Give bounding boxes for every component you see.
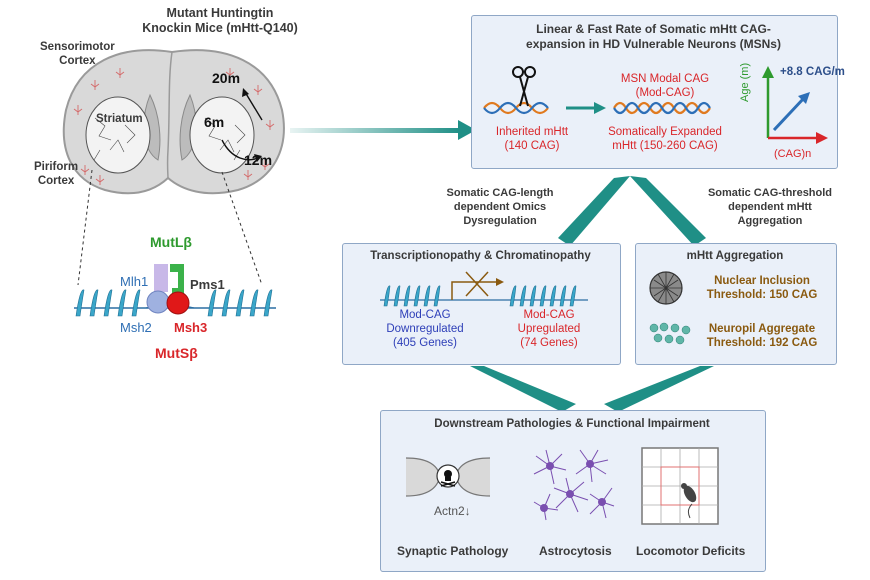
expansion-illustration bbox=[483, 66, 828, 144]
label-sensorimotor: Sensorimotor Cortex bbox=[40, 40, 115, 68]
label-inherited: Inherited mHtt (140 CAG) bbox=[482, 125, 582, 153]
label-branch-left-line3: Dysregulation bbox=[463, 215, 537, 227]
label-branch-right-line3: Aggregation bbox=[737, 215, 803, 227]
label-neuropil-line1: Neuropil Aggregate bbox=[708, 323, 816, 335]
brain-midline bbox=[166, 51, 173, 179]
brain-title: Mutant Huntingtin Knockin Mice (mHtt-Q14… bbox=[120, 6, 320, 36]
expansion-title-line2: expansion in HD Vulnerable Neurons (MSNs… bbox=[526, 37, 781, 51]
aggregation-title: mHtt Aggregation bbox=[686, 250, 784, 262]
label-actn2: Actn2↓ bbox=[434, 504, 471, 518]
label-striatum: Striatum bbox=[96, 113, 143, 125]
label-age-6m: 6m bbox=[204, 114, 225, 130]
label-neuropil-aggregate: Neuropil Aggregate Threshold: 192 CAG bbox=[692, 322, 832, 350]
label-piriform-line1: Piriform bbox=[34, 161, 79, 173]
label-msn-modal-line2: (Mod-CAG) bbox=[635, 87, 695, 99]
label-sensorimotor-line1: Sensorimotor bbox=[40, 41, 115, 53]
transcription-cross-2 bbox=[465, 271, 489, 297]
label-cag-axis: (CAG)n bbox=[774, 148, 812, 160]
label-age-axis: Age (m) bbox=[739, 62, 751, 102]
label-branch-right-line2: dependent mHtt bbox=[728, 201, 812, 213]
label-muts: MutSβ bbox=[155, 345, 198, 361]
transcription-dna-repeats bbox=[383, 285, 577, 307]
label-msh3: Msh3 bbox=[174, 320, 208, 335]
label-expanded-line2: mHtt (150-260 CAG) bbox=[612, 140, 718, 152]
cortical-neurons bbox=[73, 68, 275, 185]
nuclear-inclusion-icon bbox=[649, 271, 683, 305]
msh2-protein bbox=[146, 290, 170, 314]
age-arc-arrow bbox=[221, 139, 259, 161]
label-sensorimotor-line2: Cortex bbox=[59, 55, 96, 67]
label-up-line2: Upregulated bbox=[517, 323, 581, 335]
pms1-protein bbox=[170, 264, 184, 296]
zoom-line-right bbox=[221, 171, 263, 286]
label-inherited-line2: (140 CAG) bbox=[504, 140, 560, 152]
label-msn-modal: MSN Modal CAG (Mod-CAG) bbox=[600, 72, 730, 100]
label-mlh1: Mlh1 bbox=[120, 274, 149, 289]
label-nuclear-line2: Threshold: 150 CAG bbox=[706, 289, 818, 301]
label-synaptic: Synaptic Pathology bbox=[397, 544, 509, 558]
age-up-arrow bbox=[244, 91, 263, 121]
label-down-line1: Mod-CAG bbox=[399, 309, 451, 321]
expansion-title: Linear & Fast Rate of Somatic mHtt CAG- … bbox=[471, 22, 836, 52]
label-age-12m: 12m bbox=[244, 152, 273, 168]
label-astro: Astrocytosis bbox=[539, 544, 612, 558]
striatal-neurons bbox=[93, 117, 246, 161]
label-branch-left: Somatic CAG-length dependent Omics Dysre… bbox=[430, 186, 570, 228]
label-expanded: Somatically Expanded mHtt (150-260 CAG) bbox=[600, 125, 730, 153]
brain-title-line2: Knockin Mice (mHtt-Q140) bbox=[142, 21, 298, 35]
label-nuclear-inclusion: Nuclear Inclusion Threshold: 150 CAG bbox=[692, 274, 832, 302]
expansion-title-line1: Linear & Fast Rate of Somatic mHtt CAG- bbox=[536, 22, 771, 36]
label-pms1: Pms1 bbox=[190, 277, 225, 292]
branch-arrows bbox=[558, 176, 706, 246]
left-striatum bbox=[85, 96, 151, 174]
label-msn-modal-line1: MSN Modal CAG bbox=[620, 73, 710, 85]
mlh1-protein bbox=[154, 264, 168, 292]
label-piriform: Piriform Cortex bbox=[34, 160, 78, 188]
label-mutl: MutLβ bbox=[150, 234, 192, 250]
label-down-line2: Downregulated bbox=[386, 323, 464, 335]
msh3-protein bbox=[166, 291, 190, 315]
expansion-box bbox=[471, 15, 838, 169]
mmr-dna-complex bbox=[74, 264, 276, 317]
label-branch-right-line1: Somatic CAG-threshold bbox=[707, 187, 833, 199]
label-up-line1: Mod-CAG bbox=[523, 309, 575, 321]
converging-arrows bbox=[470, 366, 714, 412]
scissors-icon bbox=[512, 66, 536, 107]
label-upregulated: Mod-CAG Upregulated (74 Genes) bbox=[494, 308, 604, 350]
label-msh2: Msh2 bbox=[120, 320, 152, 335]
label-nuclear-line1: Nuclear Inclusion bbox=[714, 275, 810, 287]
mouse-body bbox=[683, 485, 697, 503]
inherited-dna-helix bbox=[483, 101, 549, 115]
label-down-line3: (405 Genes) bbox=[393, 337, 457, 349]
dna-repeats bbox=[75, 289, 273, 317]
label-age-20m: 20m bbox=[212, 70, 241, 86]
brain-title-line1: Mutant Huntingtin bbox=[166, 6, 274, 20]
astrocyte-icon bbox=[533, 449, 615, 521]
label-branch-left-line1: Somatic CAG-length bbox=[446, 187, 554, 199]
transcription-illustration bbox=[380, 271, 588, 307]
expanded-dna-helix bbox=[613, 101, 711, 115]
label-branch-right: Somatic CAG-threshold dependent mHtt Agg… bbox=[690, 186, 850, 228]
arrow-to-expansion bbox=[290, 120, 476, 140]
label-expanded-line1: Somatically Expanded bbox=[608, 126, 722, 138]
neuropil-aggregate-icon bbox=[649, 322, 691, 345]
locomotor-arena-icon bbox=[641, 447, 719, 525]
label-locomotor: Locomotor Deficits bbox=[636, 544, 746, 558]
label-neuropil-line2: Threshold: 192 CAG bbox=[706, 337, 818, 349]
transcription-box bbox=[342, 243, 621, 365]
label-branch-left-line2: dependent Omics bbox=[453, 201, 547, 213]
mouse-tail bbox=[687, 503, 693, 519]
transcription-arrow bbox=[451, 281, 498, 300]
label-rate: +8.8 CAG/m bbox=[780, 66, 845, 78]
label-inherited-line1: Inherited mHtt bbox=[495, 126, 569, 138]
label-piriform-line2: Cortex bbox=[37, 175, 75, 187]
synapse-icon bbox=[405, 457, 491, 497]
label-downregulated: Mod-CAG Downregulated (405 Genes) bbox=[370, 308, 480, 350]
downstream-title: Downstream Pathologies & Functional Impa… bbox=[434, 418, 710, 430]
transcription-title: Transcriptionopathy & Chromatinopathy bbox=[370, 250, 591, 262]
label-up-line3: (74 Genes) bbox=[520, 337, 578, 349]
brain-section-illustration bbox=[62, 49, 285, 286]
zoom-line-left bbox=[77, 169, 93, 286]
